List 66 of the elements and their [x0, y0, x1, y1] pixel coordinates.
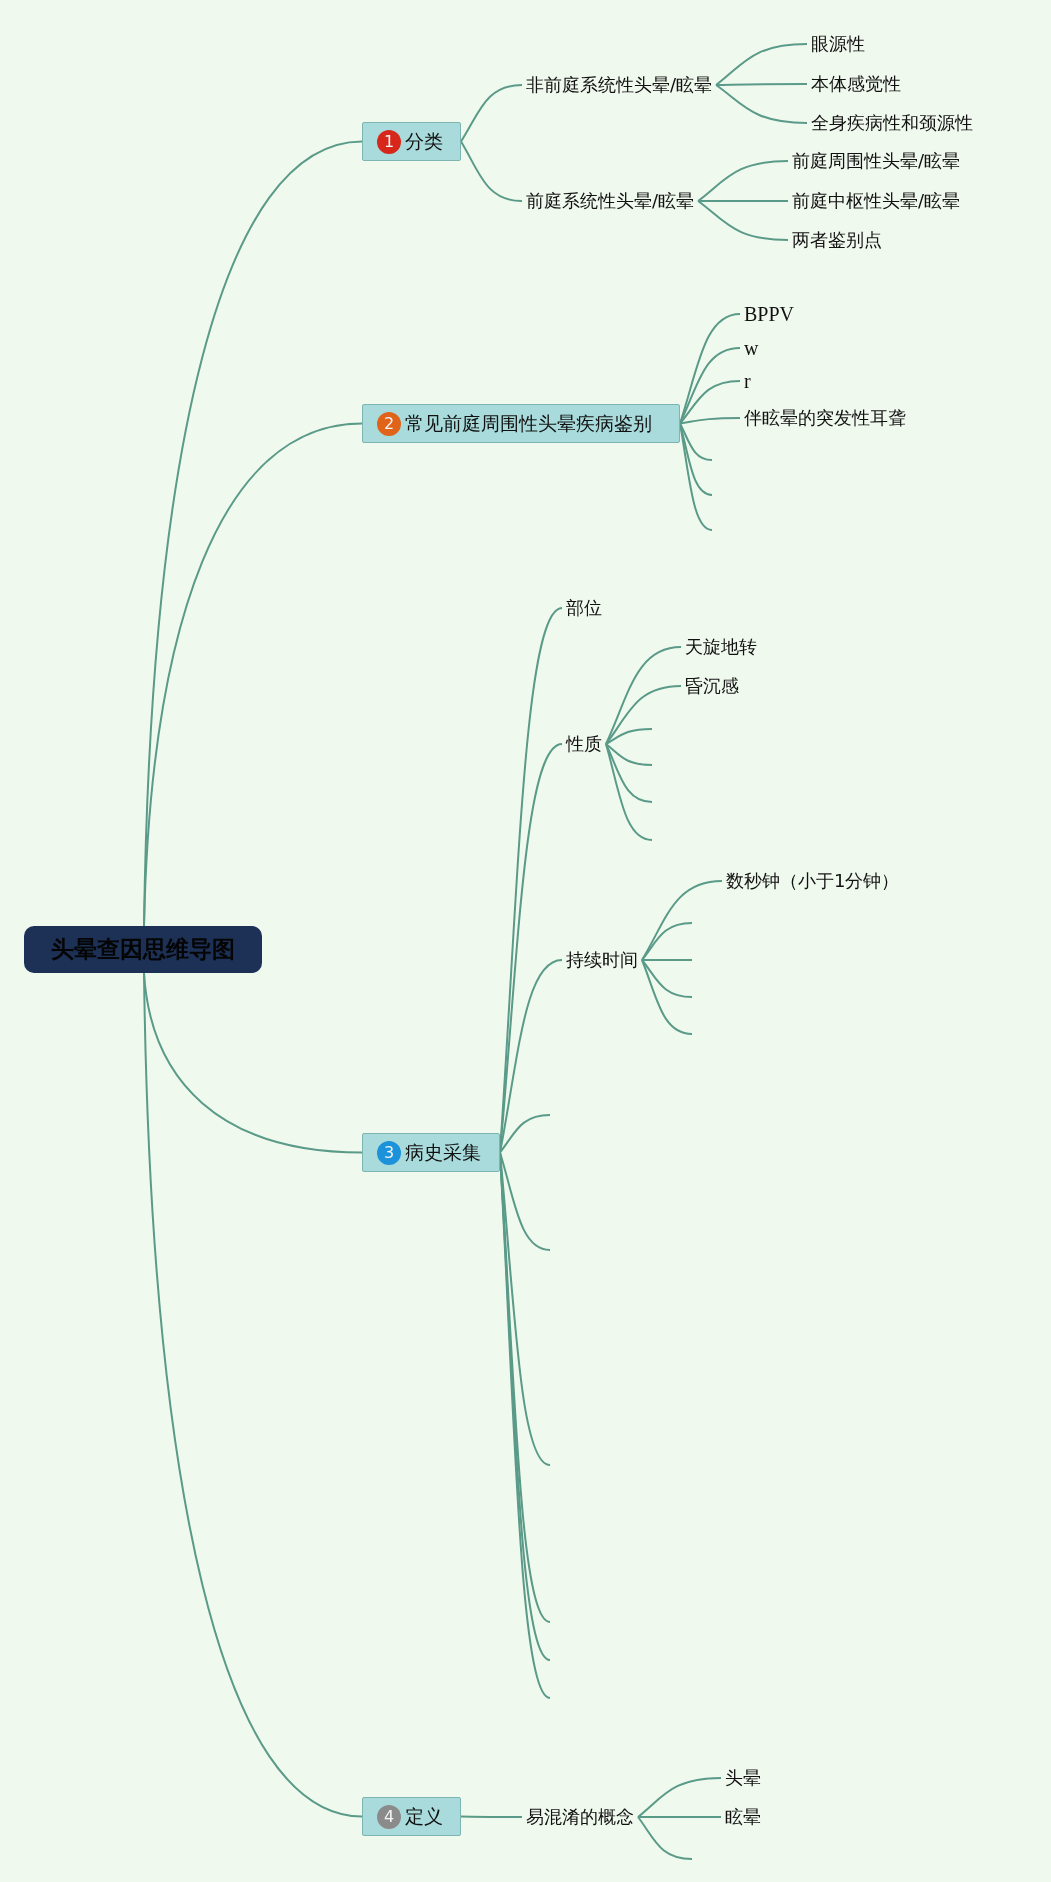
- branch-label: 全身疾病性和颈源性: [807, 110, 977, 136]
- branch-line: [679, 422, 713, 461]
- branch-line: [641, 880, 723, 961]
- branch-label: 前庭周围性头晕/眩晕: [788, 148, 965, 174]
- topic-label: 定义: [405, 1803, 443, 1829]
- branch-label: 两者鉴别点: [788, 227, 886, 253]
- branch-line: [715, 84, 808, 124]
- branch-label: 眼源性: [807, 31, 869, 57]
- topic-label: 病史采集: [405, 1139, 481, 1165]
- central-topic-box: 头晕查因思维导图: [24, 926, 262, 973]
- branch-line: [641, 959, 693, 961]
- topic-box: [362, 1133, 500, 1172]
- branch-line: [605, 646, 682, 745]
- branch-line: [697, 200, 789, 241]
- branch-label: 持续时间: [562, 947, 642, 973]
- branch-line: [697, 200, 789, 202]
- branch-line: [143, 972, 363, 1818]
- number-badge: 4: [377, 1804, 401, 1829]
- branch-label: r: [740, 368, 755, 394]
- branch-line: [499, 1114, 551, 1154]
- topic-box: [362, 1797, 461, 1836]
- branch-line: [679, 422, 713, 496]
- branch-label: 天旋地转: [681, 634, 761, 660]
- branch-label: 非前庭系统性头晕/眩晕: [522, 72, 717, 98]
- branch-line: [641, 959, 693, 1035]
- branch-line: [715, 83, 808, 86]
- branch-line: [679, 422, 713, 531]
- branch-line: [637, 1777, 722, 1818]
- branch-label: 本体感觉性: [807, 71, 905, 97]
- branch-label: 前庭中枢性头晕/眩晕: [788, 188, 965, 214]
- branch-line: [499, 1151, 551, 1251]
- branch-label: 昏沉感: [681, 673, 743, 699]
- branch-line: [637, 1816, 693, 1860]
- branch-line: [641, 922, 693, 961]
- branch-line: [605, 743, 653, 803]
- topic-box: [362, 122, 461, 161]
- branch-line: [605, 685, 682, 745]
- branch-line: [679, 417, 741, 425]
- branch-label: 眩晕: [721, 1804, 765, 1830]
- topic-label: 常见前庭周围性头晕疾病鉴别: [405, 410, 652, 436]
- topic-label: 分类: [405, 128, 443, 154]
- branch-line: [679, 380, 741, 425]
- branch-line: [715, 43, 808, 86]
- branch-line: [605, 728, 653, 745]
- branch-label: 前庭系统性头晕/眩晕: [522, 188, 699, 214]
- number-badge: 1: [377, 129, 401, 154]
- branch-line: [460, 140, 523, 202]
- branch-label: 易混淆的概念: [522, 1804, 638, 1830]
- branch-line: [697, 160, 789, 202]
- branch-label: 伴眩晕的突发性耳聋: [740, 405, 910, 431]
- branch-label: 头晕: [721, 1765, 765, 1791]
- branch-line: [143, 422, 363, 927]
- branch-label: 数秒钟（小于1分钟）: [722, 868, 904, 894]
- branch-label: 部位: [562, 595, 606, 621]
- branch-line: [460, 1815, 523, 1818]
- branch-label: BPPV: [740, 301, 799, 327]
- branch-line: [637, 1816, 722, 1818]
- branch-label: 性质: [562, 731, 606, 757]
- number-badge: 3: [377, 1140, 401, 1165]
- branch-line: [460, 84, 523, 143]
- number-badge: 2: [377, 411, 401, 436]
- branch-label: w: [740, 335, 763, 361]
- branch-line: [605, 743, 653, 841]
- topic-box: [362, 404, 680, 443]
- branch-line: [605, 743, 653, 766]
- branch-line: [641, 959, 693, 998]
